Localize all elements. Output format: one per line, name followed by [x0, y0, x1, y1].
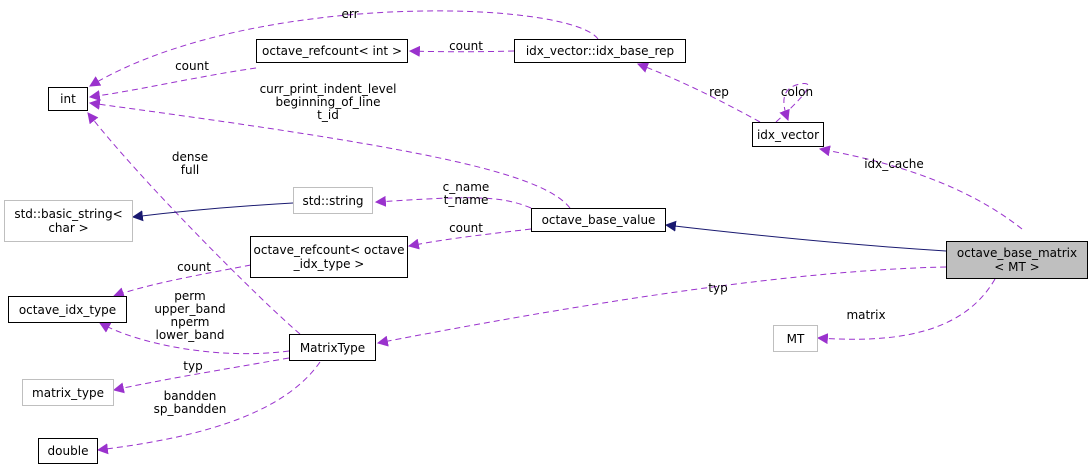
- node-int[interactable]: int: [48, 87, 88, 111]
- node-octave-refcount-int[interactable]: octave_refcount< int >: [256, 39, 408, 63]
- err-edge: [89, 10, 599, 87]
- node-label: octave_refcount< int >: [262, 44, 402, 58]
- rep-edge: [636, 62, 761, 123]
- node-octave-base-value[interactable]: octave_base_value: [531, 208, 666, 232]
- edge-label-line: dense: [171, 150, 209, 164]
- edge-label-line: typ: [708, 281, 728, 295]
- node-std-basic-string[interactable]: std::basic_string<char >: [4, 200, 133, 242]
- edge-label-typ-matrix: typ: [708, 282, 727, 295]
- typ-matrix-edge: [376, 266, 947, 347]
- edge-label-line: full: [180, 163, 200, 177]
- edge-label-idx-cache: idx_cache: [864, 158, 924, 171]
- node-matrix-type-cls[interactable]: MatrixType: [289, 334, 376, 361]
- edge-label-line: upper_band: [154, 302, 226, 316]
- edge-label-line: perm: [174, 289, 206, 303]
- edge-label-line: t_name: [443, 193, 489, 207]
- edge-label-count-rep: count: [449, 40, 483, 53]
- node-octave-base-matrix[interactable]: octave_base_matrix< MT >: [946, 241, 1088, 279]
- inherit-base-value-edge: [664, 220, 947, 252]
- node-mt[interactable]: MT: [773, 325, 818, 352]
- node-matrix-type-enum[interactable]: matrix_type: [22, 379, 114, 406]
- count-base-edge: [407, 228, 532, 250]
- node-std-string[interactable]: std::string: [293, 187, 373, 214]
- node-label: octave_base_matrix: [956, 246, 1078, 260]
- node-label: octave_idx_type: [18, 302, 117, 317]
- edge-label-line: t_id: [317, 108, 339, 122]
- edge-label-line: colon: [780, 85, 814, 99]
- colon-edge: [775, 83, 809, 123]
- count-refint-edge: [88, 67, 257, 102]
- edge-label-line: nperm: [170, 315, 210, 329]
- edge-label-line: bandden: [163, 389, 217, 403]
- edge-label-colon: colon: [781, 86, 813, 99]
- edge-label-line: c_name: [442, 180, 490, 194]
- node-label: double: [47, 444, 89, 458]
- inherit-basic-string-edge: [131, 202, 294, 222]
- edge-label-typ-enum: typ: [183, 360, 202, 373]
- edge-label-err: err: [341, 8, 358, 21]
- typ-enum-edge: [112, 357, 290, 394]
- node-label: std::basic_string<: [14, 207, 123, 221]
- node-octave-idx-type[interactable]: octave_idx_type: [8, 296, 127, 323]
- node-label: octave_refcount< octave: [253, 243, 405, 257]
- node-double[interactable]: double: [38, 438, 98, 464]
- edge-label-line: err: [341, 7, 359, 21]
- edge-label-line: matrix: [846, 308, 886, 322]
- perm-edge: [99, 322, 290, 355]
- node-label: matrix_type: [32, 385, 104, 400]
- node-label: MatrixType: [299, 340, 366, 355]
- node-label: MT: [786, 331, 805, 346]
- edge-label-line: count: [449, 39, 483, 53]
- count-rep-edge: [408, 45, 515, 57]
- edge-label-line: sp_bandden: [153, 402, 227, 416]
- edge-label-line: count: [177, 260, 211, 274]
- dense-edge: [87, 112, 301, 335]
- edge-label-line: curr_print_indent_level: [259, 82, 397, 96]
- node-label: octave_base_value: [541, 213, 656, 227]
- node-label: idx_vector: [756, 127, 820, 142]
- node-label: char >: [48, 221, 89, 235]
- edge-label-count-idx: count: [177, 261, 211, 274]
- edge-label-matrix: matrix: [846, 309, 885, 322]
- node-label: _idx_type >: [293, 257, 365, 271]
- edge-label-count-refint: count: [175, 60, 209, 73]
- edge-label-line: rep: [709, 85, 729, 99]
- node-label: idx_vector::idx_base_rep: [525, 44, 675, 58]
- edge-label-line: typ: [183, 359, 203, 373]
- idx-cache-edge: [818, 145, 1023, 230]
- edge-label-count-base: count: [449, 222, 483, 235]
- edge-label-line: count: [175, 59, 209, 73]
- edge-label-line: lower_band: [155, 328, 225, 342]
- edge-label-line: beginning_of_line: [275, 95, 381, 109]
- c-name-edge: [374, 195, 532, 209]
- edge-label-rep: rep: [709, 86, 729, 99]
- matrix-edge: [816, 278, 996, 345]
- curr-edge: [88, 98, 571, 209]
- node-octave-refcount-idx[interactable]: octave_refcount< octave_idx_type >: [250, 236, 408, 278]
- node-label: < MT >: [994, 260, 1040, 274]
- node-idx-base-rep[interactable]: idx_vector::idx_base_rep: [514, 39, 686, 63]
- node-idx-vector[interactable]: idx_vector: [752, 122, 824, 147]
- bandden-edge: [96, 361, 321, 455]
- node-label: std::string: [302, 193, 364, 208]
- edge-label-line: count: [449, 221, 483, 235]
- edge-label-line: idx_cache: [864, 157, 924, 171]
- node-label: int: [60, 92, 76, 106]
